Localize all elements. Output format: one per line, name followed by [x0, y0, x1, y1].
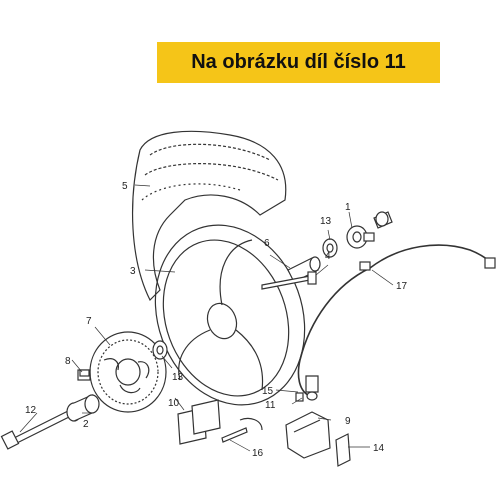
callout-11: 11 [265, 400, 276, 411]
leader-lines [19, 184, 394, 452]
disc-screw [79, 369, 90, 377]
callout-13-upper: 13 [320, 216, 332, 227]
spacer-tube [287, 256, 321, 283]
callout-15: 15 [262, 386, 274, 397]
brake-pads [177, 399, 221, 445]
part-number-banner: Na obrázku díl číslo 11 [157, 42, 440, 83]
callout-17: 17 [396, 281, 408, 292]
banjo-bolt [295, 375, 319, 402]
callout-6: 6 [264, 238, 270, 249]
caliper-bracket [335, 433, 351, 467]
tire [131, 130, 287, 302]
banner-text: Na obrázku díl číslo 11 [191, 51, 406, 73]
axle [0, 409, 74, 450]
callout-4: 4 [325, 251, 331, 262]
bolt [261, 271, 317, 290]
callout-2: 2 [83, 419, 89, 430]
bearing-lower [152, 340, 168, 360]
brake-caliper [285, 411, 331, 459]
callout-8: 8 [65, 356, 71, 367]
pad-pins [221, 417, 263, 443]
callout-7: 7 [86, 316, 92, 327]
callout-16: 16 [252, 448, 264, 459]
speedo-cable [297, 244, 496, 397]
callout-1: 1 [345, 202, 351, 213]
callout-12: 12 [25, 405, 37, 416]
callout-13-lower: 13 [172, 372, 184, 383]
wheel-rim [154, 224, 306, 406]
spacer [66, 394, 100, 422]
callout-9: 9 [345, 416, 351, 427]
callout-14: 14 [373, 443, 385, 454]
speedo-drive [346, 211, 393, 249]
callout-3: 3 [130, 266, 136, 277]
callout-5: 5 [122, 181, 128, 192]
callout-10: 10 [168, 398, 180, 409]
